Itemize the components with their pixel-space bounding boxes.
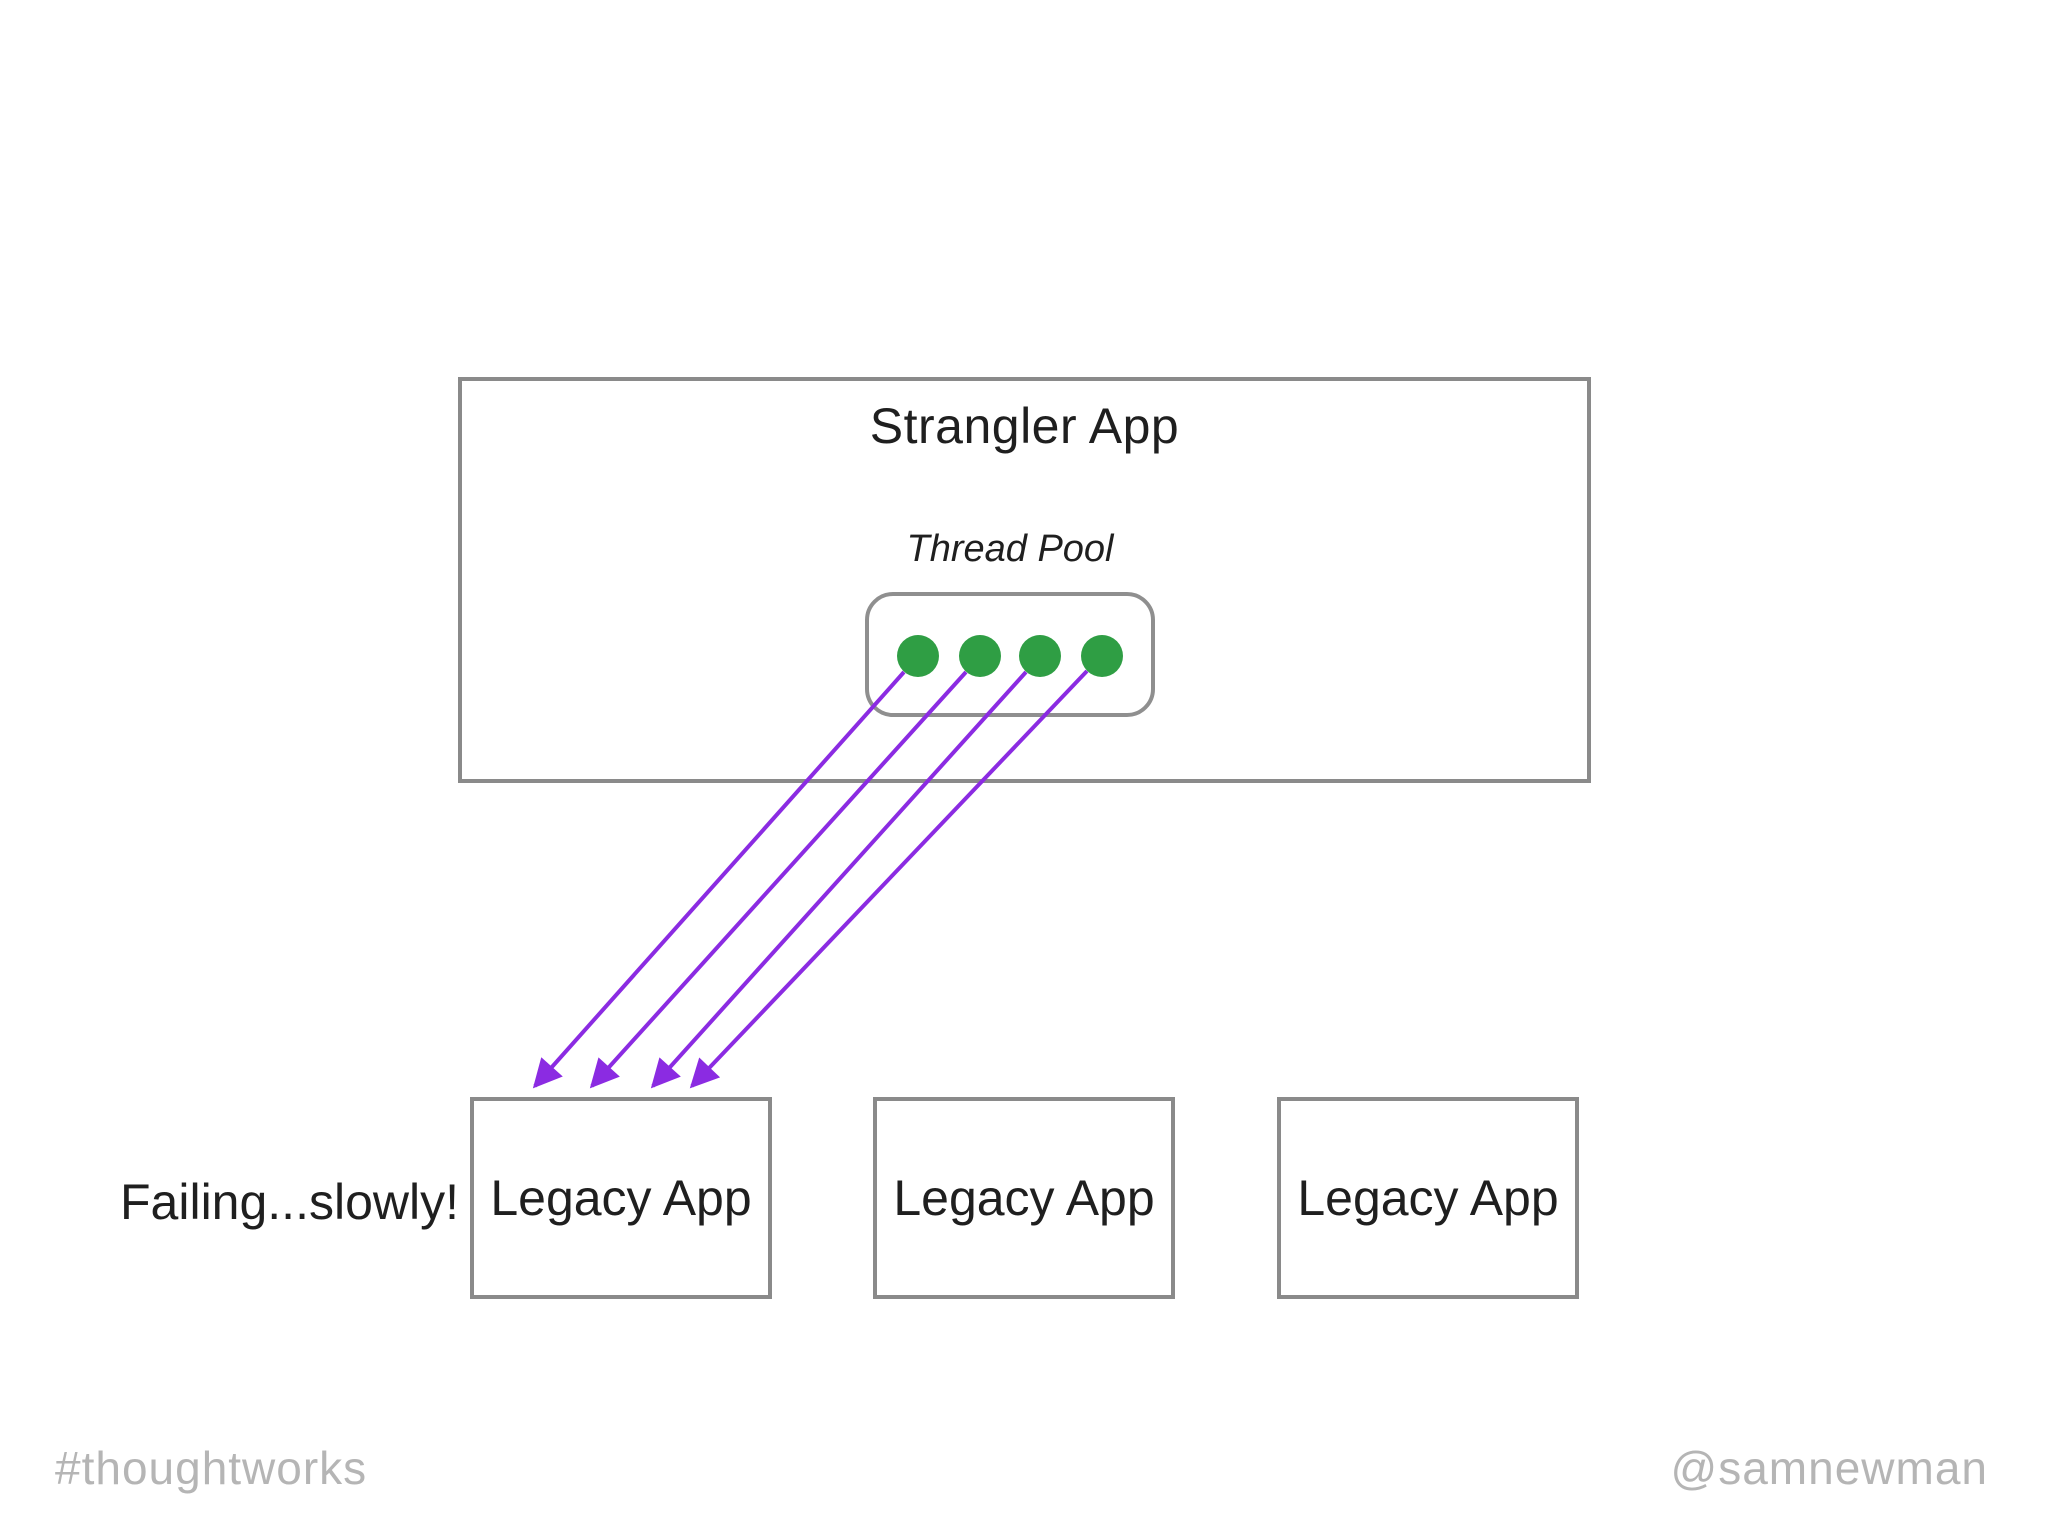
legacy-app-box-3: Legacy App bbox=[1277, 1097, 1579, 1299]
legacy-app-box-2: Legacy App bbox=[873, 1097, 1175, 1299]
thread-pool-label: Thread Pool bbox=[906, 528, 1114, 570]
failing-slowly-annotation: Failing...slowly! bbox=[120, 1173, 459, 1230]
legacy-app-label: Legacy App bbox=[1297, 1170, 1559, 1226]
strangler-app-box: Strangler App bbox=[458, 377, 1591, 783]
footer-hashtag: #thoughtworks bbox=[55, 1442, 368, 1494]
legacy-app-box-1: Legacy App bbox=[470, 1097, 772, 1299]
strangler-app-label: Strangler App bbox=[869, 398, 1180, 454]
legacy-app-label: Legacy App bbox=[893, 1170, 1155, 1226]
footer-handle: @samnewman bbox=[1670, 1442, 1988, 1494]
thread-pool-container bbox=[865, 592, 1155, 717]
legacy-app-label: Legacy App bbox=[490, 1170, 752, 1226]
